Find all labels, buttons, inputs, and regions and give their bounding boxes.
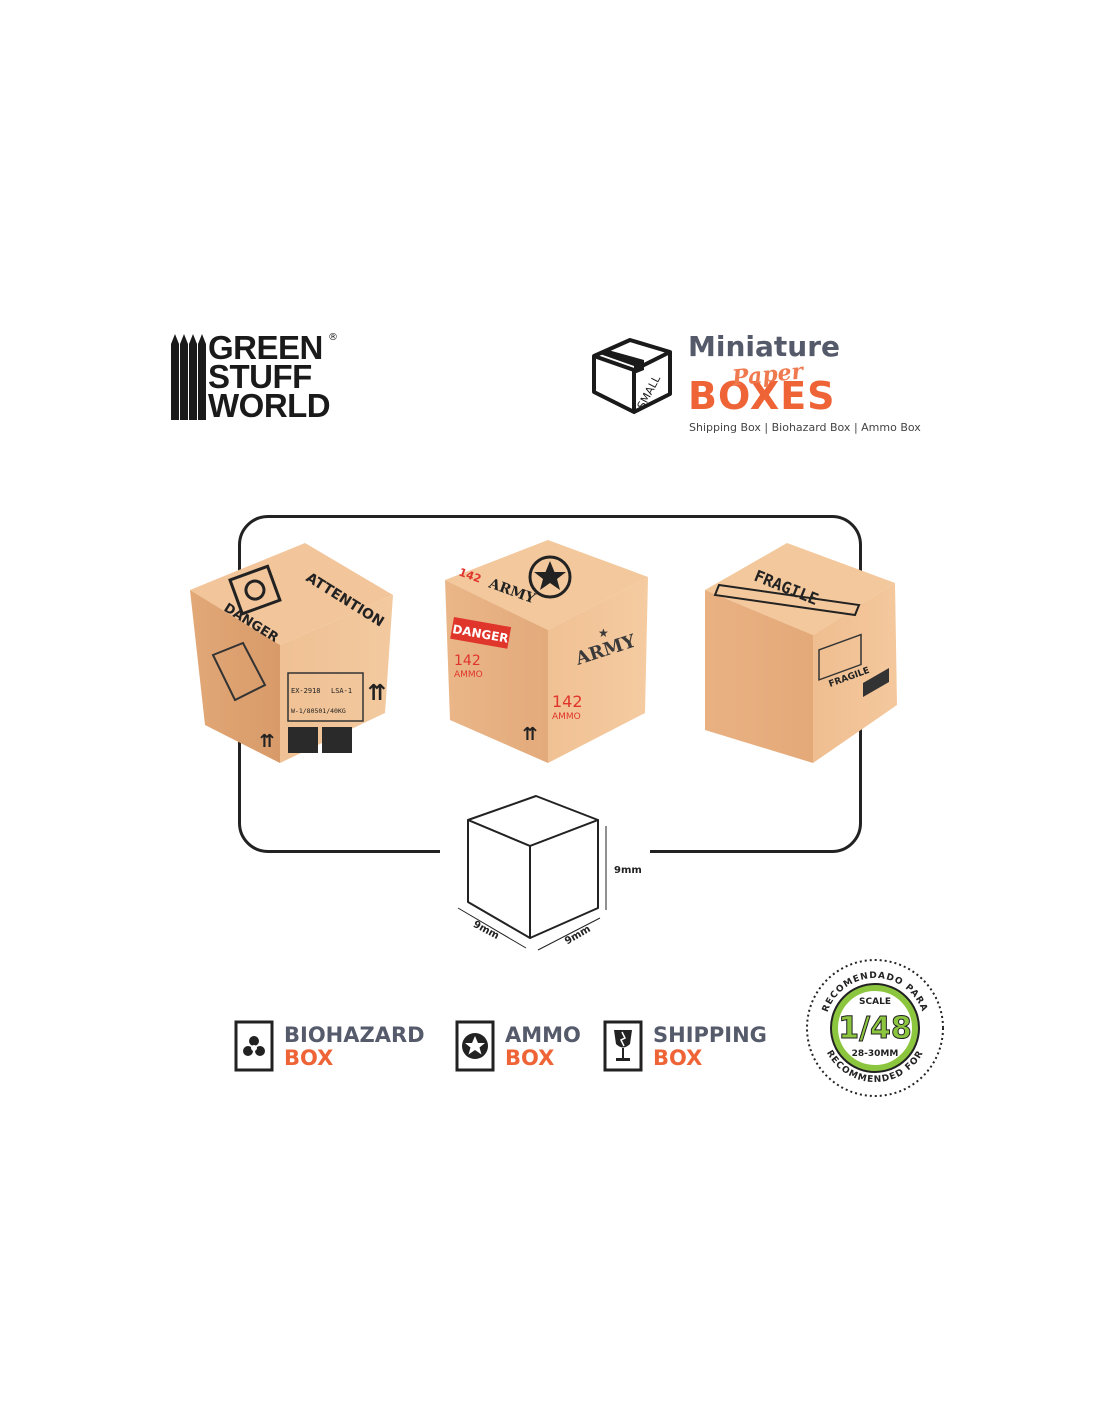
small-label: SMALL <box>635 373 664 412</box>
box1-code2: LSA-1 <box>331 687 352 695</box>
badge-scale-label: SCALE <box>859 997 891 1007</box>
dimension-cube-diagram <box>457 795 607 951</box>
biohazard-box-render: ATTENTION DANGER EX-2918 LSA-1 W-1/80501… <box>190 543 393 763</box>
badge-scale-value: 1/48 <box>838 1011 912 1046</box>
brand-line-green: GREEN <box>208 329 323 366</box>
brand-line-world: WORLD <box>208 387 331 424</box>
brand-line-stuff: STUFF <box>208 358 312 395</box>
this-side-up-icon: ⇈ <box>368 681 386 706</box>
fragile-glass-icon <box>603 1020 643 1072</box>
title-boxes: BOXES <box>688 374 836 418</box>
shipping-box-render: FRAGILE FRAGILE <box>705 543 897 763</box>
barcode-icon <box>863 667 889 698</box>
box2-count2: 142 <box>552 692 583 711</box>
product-title-block: SMALL Miniature BOXES Paper Shipping Box… <box>590 330 950 440</box>
small-box-icon: SMALL <box>592 338 672 414</box>
green-stuff-world-logo: GREEN STUFF WORLD ® <box>170 330 345 425</box>
legend-biohazard-line1: BIOHAZARD <box>284 1023 425 1047</box>
legend-shipping-line1: SHIPPING <box>653 1023 767 1047</box>
dimension-height: 9mm <box>614 865 642 876</box>
legend-biohazard: BIOHAZARD BOX <box>234 1020 434 1074</box>
legend-biohazard-line2: BOX <box>284 1046 334 1070</box>
hazard-diamond-icon <box>211 641 267 702</box>
legend-ammo: AMMO BOX <box>455 1020 595 1074</box>
biohazard-icon <box>234 1020 274 1072</box>
title-miniature: Miniature <box>688 330 841 363</box>
this-side-up-icon-2: ⇈ <box>259 731 274 752</box>
pencils-icon <box>171 334 206 420</box>
biohazard-symbol-icon <box>244 579 266 601</box>
legend-shipping-line2: BOX <box>653 1046 703 1070</box>
badge-range: 28-30MM <box>852 1049 899 1059</box>
legend-shipping: SHIPPING BOX <box>603 1020 783 1074</box>
star-small-icon: ★ <box>598 626 609 640</box>
box1-code1: EX-2918 <box>291 687 321 695</box>
star-icon <box>455 1020 495 1072</box>
legend-ammo-line2: BOX <box>505 1046 555 1070</box>
box2-count1-sub: AMMO <box>454 670 483 680</box>
this-side-up-icon-3: ⇈ <box>522 724 537 745</box>
legend-ammo-line1: AMMO <box>505 1023 581 1047</box>
scale-badge: RECOMENDADO PARA RECOMMENDED FOR SCALE 1… <box>806 959 944 1097</box>
registered-mark: ® <box>328 332 338 343</box>
army-star-icon <box>534 561 566 590</box>
box2-count2-sub: AMMO <box>552 712 581 722</box>
cube-right-face <box>529 819 599 939</box>
box2-count1: 142 <box>454 653 481 669</box>
box1-code3: W-1/80501/40KG <box>291 707 346 715</box>
ammo-box-render: ARMY 142 DANGER 142 AMMO 142 AMMO ARMY ★… <box>445 540 648 763</box>
title-subtitle: Shipping Box | Biohazard Box | Ammo Box <box>689 421 921 434</box>
